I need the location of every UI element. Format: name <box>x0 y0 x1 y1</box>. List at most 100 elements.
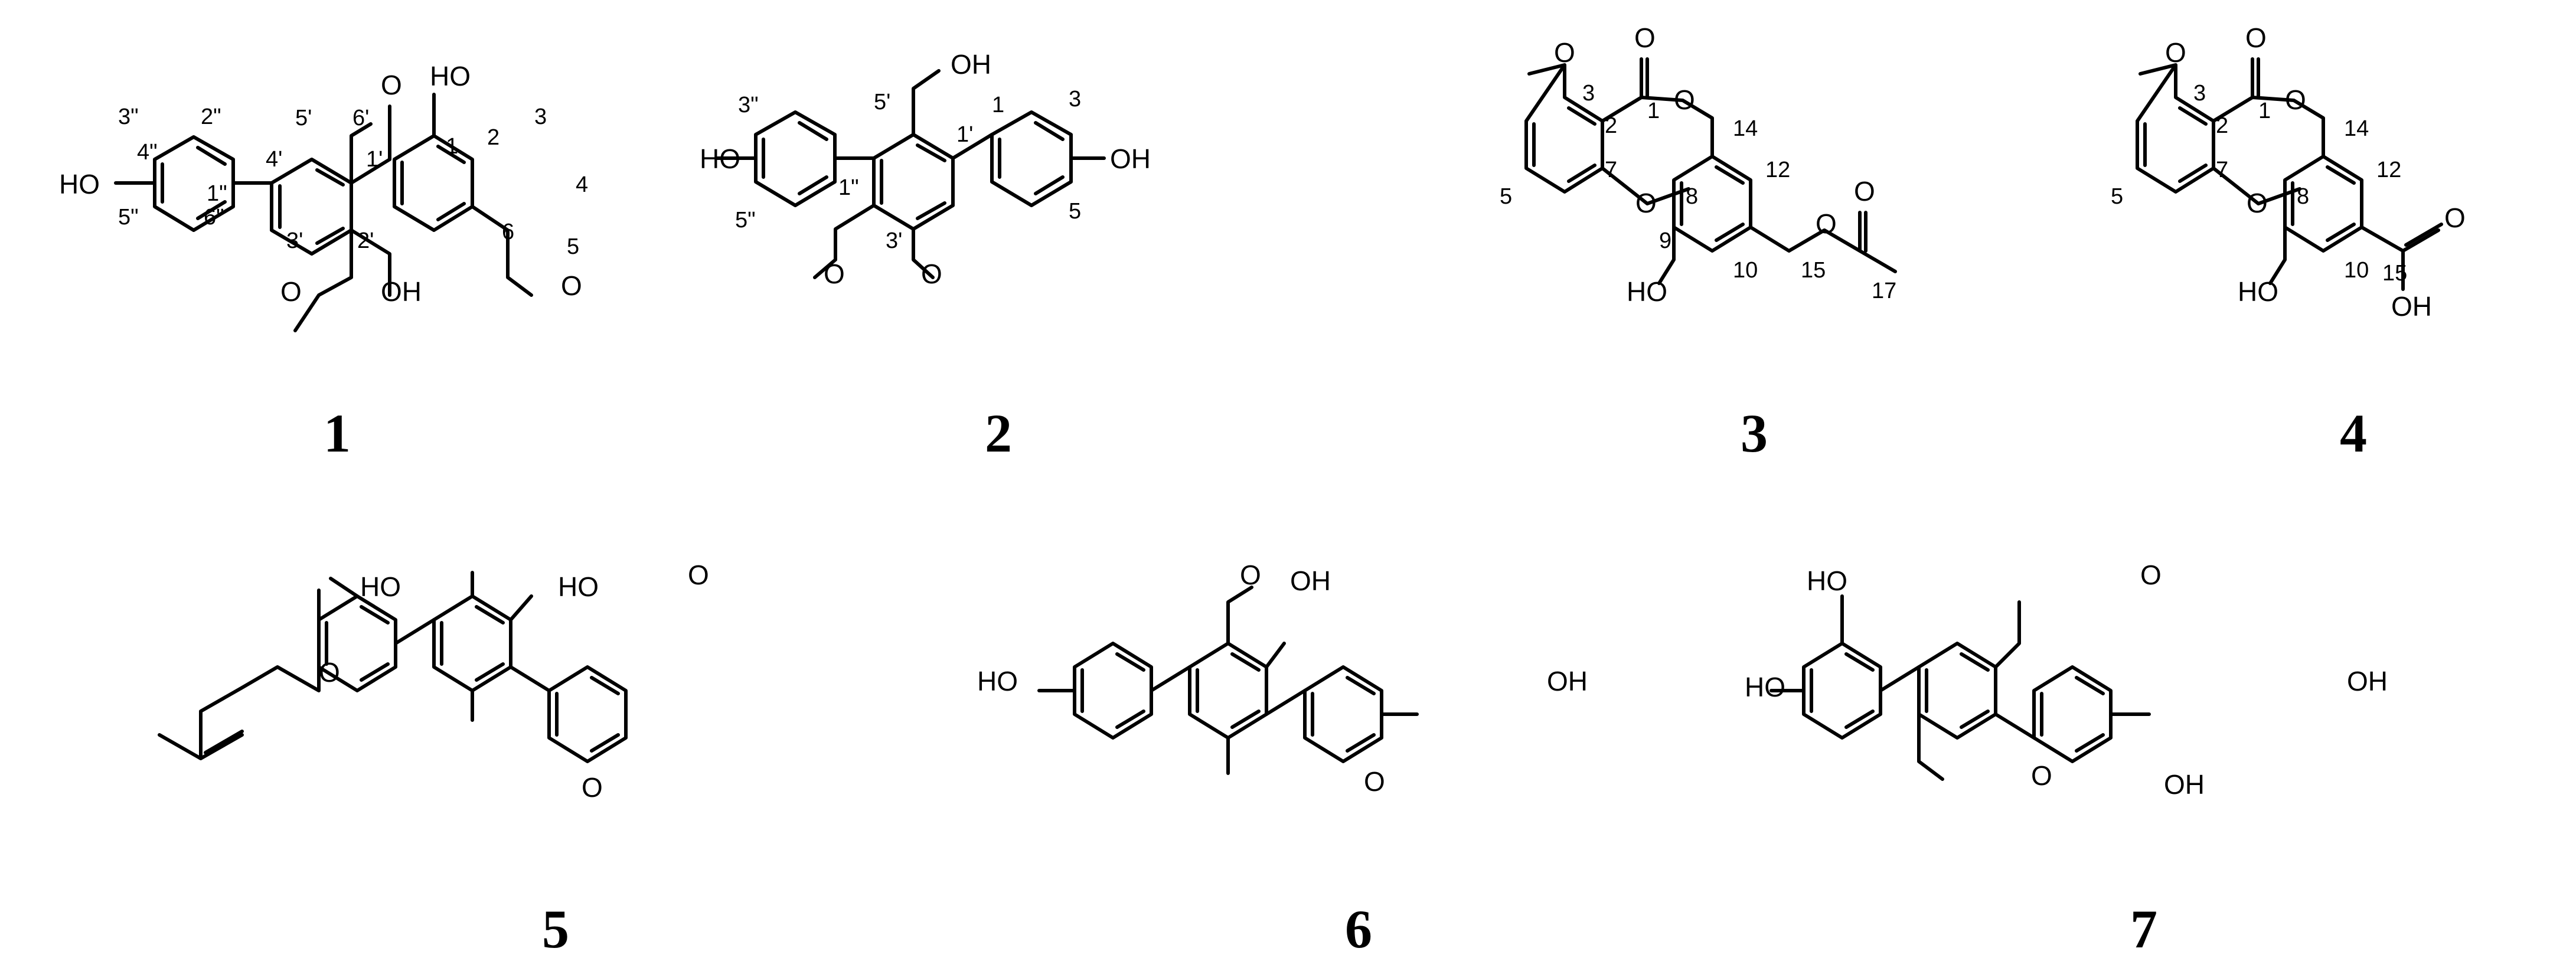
compound-3-o-3: O <box>1554 37 1575 68</box>
compound-2-numbering: 3" 5" 1" 5' 3' 1' 1 3 5 <box>735 87 1081 253</box>
compound-4-o-lactone: O <box>2285 84 2306 115</box>
compound-2-label: 2 <box>985 403 1012 463</box>
compound-1-o-5: O <box>561 270 582 301</box>
svg-text:5: 5 <box>1500 184 1512 209</box>
compound-1-label: 1 <box>324 403 351 463</box>
compound-7-structure <box>1769 594 2151 781</box>
svg-text:9: 9 <box>1659 228 1671 253</box>
svg-text:3": 3" <box>118 104 139 129</box>
compound-2-oh-4: OH <box>1110 143 1151 174</box>
svg-text:1: 1 <box>1647 99 1660 123</box>
svg-text:6': 6' <box>352 106 369 130</box>
svg-text:6": 6" <box>204 205 224 230</box>
compound-1-numbering: 3" 2" 4" 1" 5" 6" 5' 6' 4' 1' 3' 2' 1 2 … <box>118 104 588 259</box>
svg-text:10: 10 <box>2344 258 2369 283</box>
svg-text:3': 3' <box>286 228 303 253</box>
svg-text:1: 1 <box>992 93 1004 117</box>
compound-4-o-carbonyl-acid: O <box>2444 202 2466 233</box>
compound-3-o-carbonyl-acetyl: O <box>1854 176 1875 207</box>
compound-6-o-me-top: O <box>1240 560 1261 590</box>
compound-7-oh-right: OH <box>2347 666 2388 697</box>
compound-4-label: 4 <box>2340 403 2367 463</box>
compound-5-ho-b: HO <box>558 571 599 602</box>
compound-5-label: 5 <box>542 899 569 958</box>
compound-6-oh-right: OH <box>1547 666 1588 697</box>
svg-text:1': 1' <box>956 122 973 147</box>
svg-text:2": 2" <box>201 104 221 129</box>
svg-text:1: 1 <box>2258 99 2271 123</box>
svg-text:8: 8 <box>1686 184 1698 209</box>
svg-text:3': 3' <box>886 228 902 253</box>
compound-2-ho-4pp: HO <box>700 143 740 174</box>
svg-text:14: 14 <box>1733 116 1758 141</box>
svg-text:1": 1" <box>207 181 227 206</box>
compound-3-ho-9: HO <box>1627 276 1667 307</box>
compound-7-o-me-top: O <box>2140 560 2162 590</box>
compound-1-o-3p: O <box>280 276 302 307</box>
compound-3-o-acetyl: O <box>1816 208 1837 239</box>
compound-3-label: 3 <box>1741 403 1768 463</box>
compound-7-oh-bot: OH <box>2164 769 2205 800</box>
svg-text:4: 4 <box>576 172 588 197</box>
compound-3-numbering: 3 1 2 14 12 5 7 8 9 10 15 17 <box>1500 81 1896 303</box>
compound-1-ho-2: HO <box>430 61 471 91</box>
svg-text:2: 2 <box>2216 113 2228 138</box>
compound-2-o-2p: O <box>921 259 942 289</box>
svg-text:12: 12 <box>2376 158 2401 182</box>
compound-4-numbering: 3 1 2 14 12 5 7 8 15 10 <box>2111 81 2407 286</box>
svg-text:17: 17 <box>1872 279 1896 303</box>
svg-text:1': 1' <box>366 147 383 172</box>
compound-3-o-ether: O <box>1635 188 1657 218</box>
compound-4-o-carbonyl: O <box>2245 22 2267 53</box>
svg-text:15: 15 <box>2382 261 2407 286</box>
compound-4-o-3: O <box>2165 37 2186 68</box>
svg-text:3: 3 <box>1069 87 1081 112</box>
svg-text:7: 7 <box>1605 158 1617 182</box>
compound-3-o-lactone: O <box>1674 84 1695 115</box>
svg-text:5": 5" <box>735 208 756 233</box>
compound-1-o-6p: O <box>381 70 402 100</box>
compound-6-structure <box>1037 586 1419 775</box>
compound-5-structure <box>158 571 628 763</box>
compound-5-o-me-top: O <box>688 560 709 590</box>
svg-text:8: 8 <box>2297 184 2309 209</box>
compound-7-ho-left: HO <box>1745 672 1785 702</box>
svg-text:6: 6 <box>502 220 514 244</box>
compound-6-ho-left: HO <box>977 666 1018 697</box>
svg-text:2: 2 <box>1605 113 1617 138</box>
compound-6-oh-top: OH <box>1290 565 1331 596</box>
compound-4-o-ether: O <box>2247 188 2268 218</box>
svg-text:3: 3 <box>2193 81 2206 106</box>
svg-text:4': 4' <box>266 147 282 172</box>
svg-text:4": 4" <box>137 140 158 165</box>
svg-text:5": 5" <box>118 205 139 230</box>
compound-7-o-me-bot: O <box>2031 760 2052 791</box>
compound-4-oh-acid: OH <box>2391 291 2432 322</box>
svg-text:5: 5 <box>567 234 579 259</box>
compound-2-o-3p: O <box>824 259 845 289</box>
compound-2-structure <box>716 69 1106 279</box>
svg-text:7: 7 <box>2216 158 2228 182</box>
svg-text:12: 12 <box>1765 158 1790 182</box>
compound-7-ho-top: HO <box>1807 565 1847 596</box>
svg-text:15: 15 <box>1801 258 1826 283</box>
svg-text:3: 3 <box>1582 81 1595 106</box>
compound-1-structure <box>114 93 533 332</box>
svg-text:1": 1" <box>838 175 859 200</box>
svg-text:2': 2' <box>357 228 374 253</box>
svg-text:5': 5' <box>874 90 890 115</box>
compound-1-oh-2p: OH <box>381 276 422 307</box>
compound-6-label: 6 <box>1345 899 1372 958</box>
compound-3-structure <box>1524 57 1897 285</box>
svg-text:3": 3" <box>738 93 759 117</box>
compound-5-o-me-bot: O <box>582 772 603 803</box>
compound-7-label: 7 <box>2130 899 2157 958</box>
compound-6-o-me-bot: O <box>1364 766 1385 797</box>
svg-text:10: 10 <box>1733 258 1758 283</box>
compound-4-ho-9: HO <box>2238 276 2278 307</box>
compound-3-o-carbonyl: O <box>1634 22 1656 53</box>
svg-text:2: 2 <box>487 125 499 150</box>
svg-text:5: 5 <box>2111 184 2123 209</box>
compound-1-ho-4pp: HO <box>59 169 100 200</box>
